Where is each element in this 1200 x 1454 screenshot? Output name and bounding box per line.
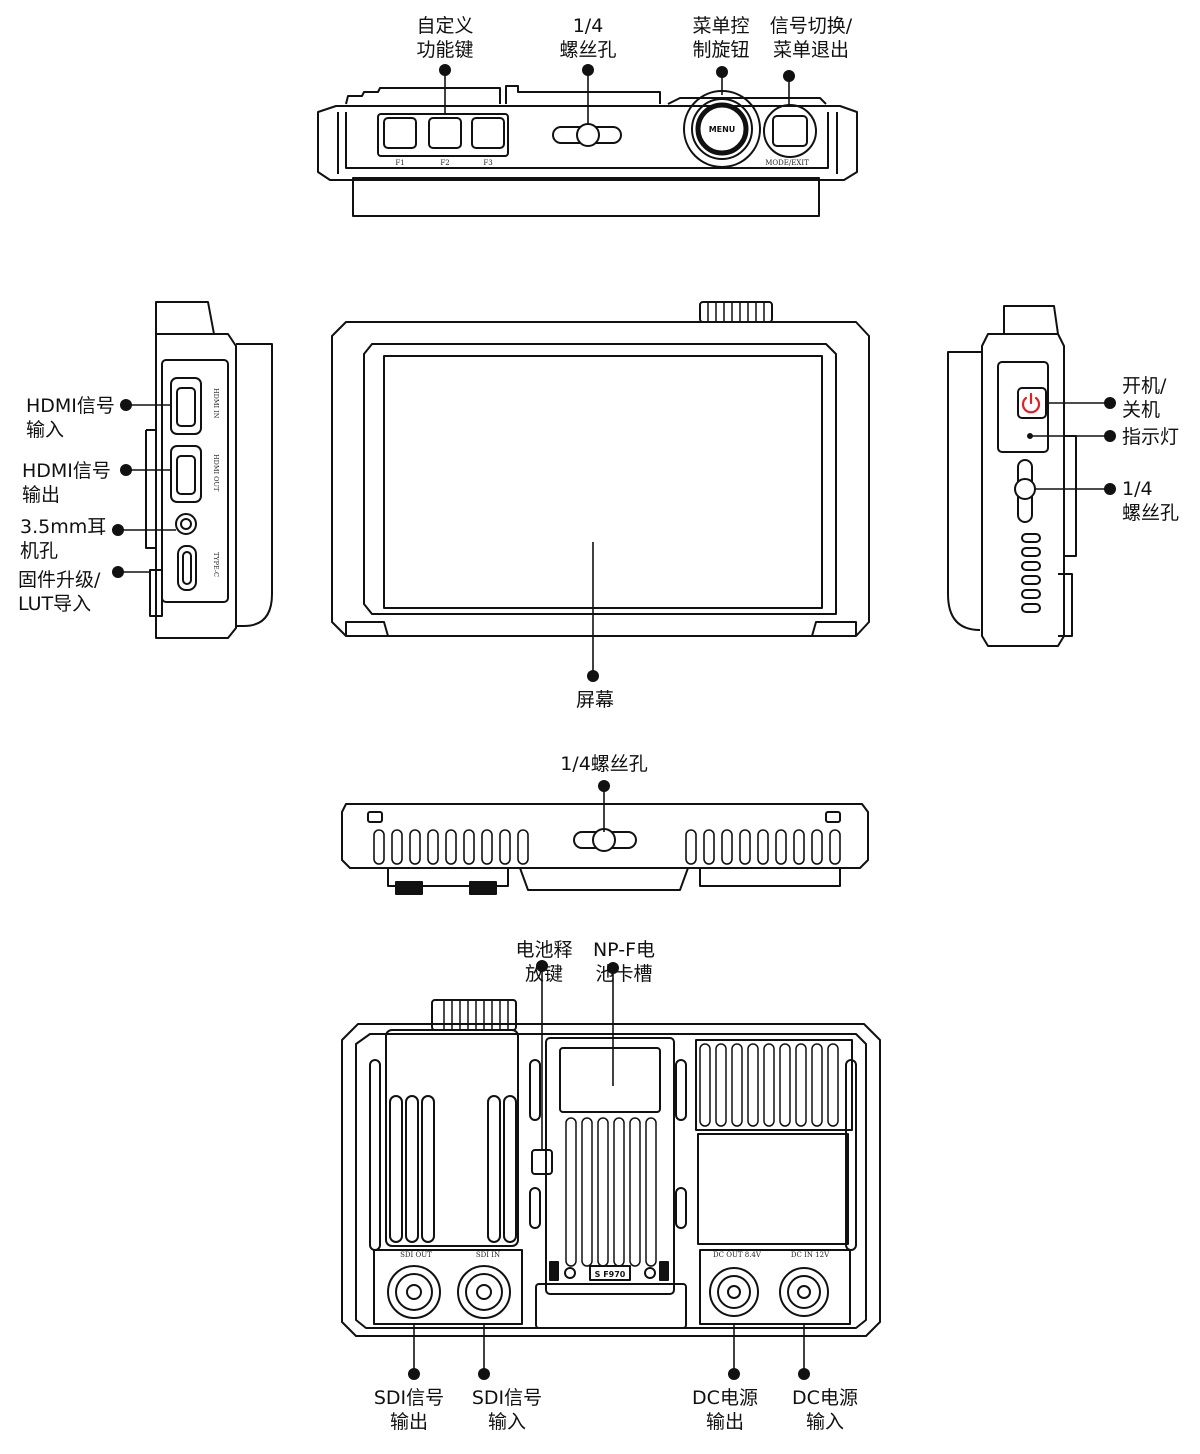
bottom-view [341, 803, 869, 895]
label-line: 螺丝孔 [1122, 502, 1180, 524]
label-mode-exit: 信号切换/ 菜单退出 [756, 14, 866, 62]
label-line: 输出 [705, 1411, 744, 1433]
label-sdi-out: SDI信号 输出 [364, 1386, 454, 1434]
label-line: 1/4 [572, 15, 604, 37]
label-battery-slot: NP-F电 池卡槽 [584, 938, 664, 986]
mode-exit-print: MODE/EXIT [765, 159, 809, 167]
label-line: 1/4 [1122, 478, 1153, 500]
label-hdmi-in: HDMI信号 输入 [26, 394, 115, 442]
headphone-jack-drawing [175, 513, 197, 535]
f-key-panel [377, 113, 509, 157]
label-bottom-screw-hole: 1/4螺丝孔 [560, 753, 648, 775]
label-line: 池卡槽 [595, 963, 653, 985]
label-headphone: 3.5mm耳 机孔 [20, 515, 106, 563]
f3-print: F3 [483, 159, 492, 167]
mode-exit-button-drawing [763, 104, 817, 158]
type-c-port-drawing [177, 545, 197, 591]
label-line: 菜单退出 [772, 39, 849, 61]
label-line: 信号切换/ [769, 15, 853, 37]
label-line: 输入 [26, 419, 65, 441]
battery-plate-print: S F970 [595, 1270, 626, 1279]
label-line: 自定义 [416, 15, 474, 37]
label-line: 输出 [22, 484, 61, 506]
label-power: 开机/ 关机 [1122, 374, 1166, 422]
label-line: NP-F电 [592, 939, 656, 961]
sdi-in-connector [457, 1265, 511, 1319]
label-battery-release: 电池释 放键 [506, 938, 582, 986]
battery-plate [535, 1037, 687, 1329]
label-screen: 屏幕 [575, 689, 614, 711]
label-line: 制旋钮 [692, 39, 750, 61]
label-line: HDMI信号 [26, 395, 115, 417]
menu-print: MENU [709, 125, 736, 134]
hdmi-out-print: HDMI OUT [212, 454, 220, 492]
label-line: DC电源 [692, 1387, 758, 1409]
label-line: 输入 [487, 1411, 526, 1433]
dc-in-connector [779, 1267, 829, 1317]
f2-print: F2 [440, 159, 449, 167]
screen-display [383, 355, 823, 609]
label-custom-keys: 自定义 功能键 [400, 14, 490, 62]
label-line: 电池释 [515, 939, 573, 961]
hdmi-in-port-drawing [170, 377, 202, 435]
label-line: 输出 [389, 1411, 428, 1433]
back-view [341, 999, 881, 1337]
release-key-drawing [531, 1149, 553, 1175]
label-sdi-in: SDI信号 输入 [462, 1386, 552, 1434]
label-indicator: 指示灯 [1122, 426, 1180, 448]
power-icon [1021, 392, 1041, 414]
dc-in-print: DC IN 12V [791, 1251, 830, 1259]
label-line: 输入 [805, 1411, 844, 1433]
top-view [317, 85, 858, 217]
type-c-print: TYPE-C [212, 552, 220, 577]
hdmi-in-print: HDMI IN [212, 388, 220, 419]
label-right-screw-hole: 1/4 螺丝孔 [1122, 477, 1179, 525]
label-line: 固件升级/ [18, 569, 101, 591]
dc-out-connector [709, 1267, 759, 1317]
label-menu-knob: 菜单控 制旋钮 [676, 14, 766, 62]
label-line: SDI信号 [471, 1387, 543, 1409]
front-view [331, 301, 870, 637]
dc-out-print: DC OUT 8.4V [713, 1251, 762, 1259]
label-line: 螺丝孔 [559, 39, 617, 61]
label-line: HDMI信号 [22, 460, 111, 482]
label-line: 机孔 [20, 540, 59, 562]
leader-dots [112, 64, 1116, 1380]
label-line: 开机/ [1122, 375, 1167, 397]
label-line: LUT导入 [18, 593, 92, 615]
label-dc-out: DC电源 输出 [680, 1386, 770, 1434]
label-line: 3.5mm耳 [20, 516, 107, 538]
label-line: 放键 [524, 963, 563, 985]
label-line: 菜单控 [692, 15, 750, 37]
top-mount-knob [431, 999, 517, 1031]
sdi-in-print: SDI IN [476, 1251, 500, 1259]
label-line: 关机 [1122, 399, 1161, 421]
hdmi-out-port-drawing [170, 445, 202, 503]
label-line: DC电源 [792, 1387, 858, 1409]
front-knob [699, 301, 773, 323]
right-side-view [947, 305, 1077, 647]
label-dc-in: DC电源 输入 [780, 1386, 870, 1434]
f1-print: F1 [395, 159, 404, 167]
label-firmware: 固件升级/ LUT导入 [18, 568, 100, 616]
label-line: 功能键 [416, 39, 474, 61]
sdi-out-connector [387, 1265, 441, 1319]
leader-lines [120, 70, 1108, 1374]
label-top-screw-hole: 1/4 螺丝孔 [548, 14, 628, 62]
label-hdmi-out: HDMI信号 输出 [22, 459, 111, 507]
label-line: SDI信号 [373, 1387, 445, 1409]
sdi-out-print: SDI OUT [400, 1251, 432, 1259]
